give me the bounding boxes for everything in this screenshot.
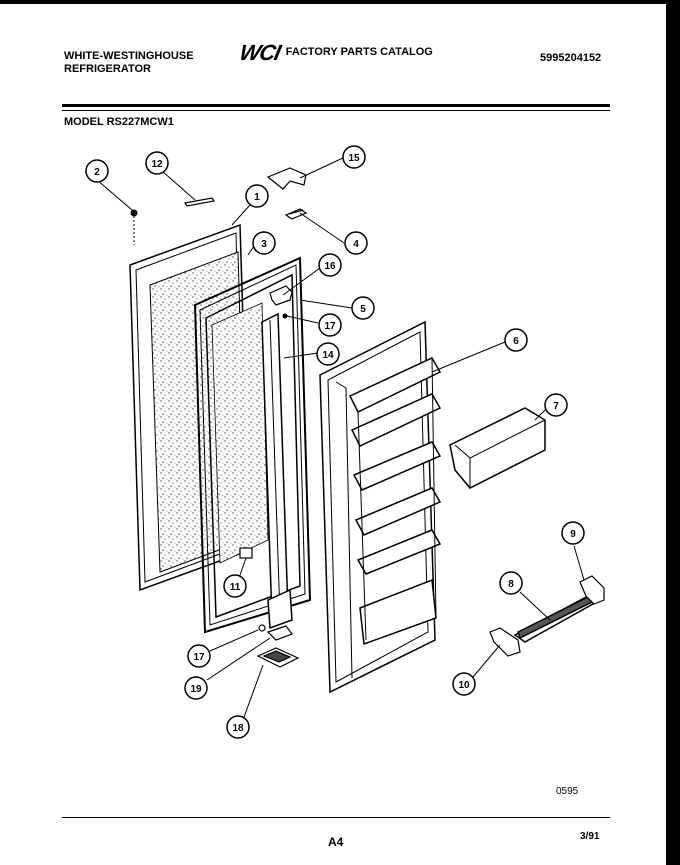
door-gasket — [193, 256, 312, 634]
svg-text:3: 3 — [261, 239, 267, 250]
hinge-18 — [256, 647, 300, 668]
header-rule-thick — [62, 104, 610, 107]
callout-4: 4 — [344, 231, 368, 255]
catalog-title: FACTORY PARTS CATALOG — [285, 46, 433, 58]
svg-text:15: 15 — [348, 153, 360, 164]
svg-text:11: 11 — [230, 582, 241, 593]
door-channel — [261, 312, 293, 630]
scan-top-edge — [0, 0, 680, 4]
svg-text:1: 1 — [254, 192, 260, 203]
shelf-bar-8 — [513, 594, 602, 643]
door-stop-11 — [239, 547, 253, 559]
model-label: MODEL RS227MCW1 — [64, 116, 174, 128]
svg-text:14: 14 — [322, 350, 334, 361]
page-number: A4 — [328, 835, 344, 849]
part-number: 5995204152 — [540, 52, 602, 64]
svg-text:17: 17 — [193, 652, 205, 663]
svg-text:7: 7 — [553, 401, 559, 412]
callout-9: 9 — [561, 521, 585, 545]
callout-18: 18 — [226, 715, 250, 739]
scan-right-edge — [666, 0, 680, 865]
callout-11: 11 — [223, 574, 247, 598]
svg-text:17: 17 — [324, 321, 336, 332]
inner-door-liner — [319, 320, 442, 694]
svg-text:8: 8 — [508, 579, 514, 590]
callout-16: 16 — [318, 253, 342, 277]
bracket-19 — [266, 625, 293, 641]
svg-text:18: 18 — [232, 723, 244, 734]
callout-labels: 2 12 1 15 3 4 16 5 17 14 6 7 9 8 10 11 1… — [85, 145, 585, 739]
leader-lines — [96, 156, 585, 721]
svg-text:5: 5 — [360, 304, 366, 315]
diagram-code: 0595 — [556, 786, 579, 797]
pin-17-bottom — [258, 624, 266, 632]
callout-5: 5 — [351, 296, 375, 320]
header-rule-thin — [62, 110, 610, 111]
pin-17-top — [282, 313, 288, 319]
svg-text:12: 12 — [151, 159, 163, 170]
callout-1: 1 — [245, 184, 269, 208]
callout-14: 14 — [316, 342, 340, 366]
hinge-cover-16 — [269, 285, 293, 306]
callout-2: 2 — [85, 159, 109, 183]
callout-19: 19 — [184, 676, 208, 700]
trim-strip-12 — [183, 197, 216, 207]
callout-6: 6 — [504, 328, 528, 352]
callout-12: 12 — [145, 151, 169, 175]
brand-line-2: REFRIGERATOR — [64, 63, 151, 75]
callout-17-bottom: 17 — [187, 644, 211, 668]
callout-3: 3 — [252, 231, 276, 255]
svg-text:4: 4 — [353, 239, 359, 250]
svg-text:10: 10 — [458, 680, 470, 691]
svg-text:19: 19 — [190, 684, 202, 695]
brand-block: WHITE-WESTINGHOUSE REFRIGERATOR — [64, 50, 194, 76]
svg-text:2: 2 — [94, 167, 100, 178]
footer-rule — [62, 817, 610, 818]
bracket-4 — [284, 208, 308, 220]
end-cap-10 — [489, 627, 521, 657]
callout-7: 7 — [544, 393, 568, 417]
callout-15: 15 — [342, 145, 366, 169]
end-cap-9 — [579, 575, 605, 605]
door-bin-7 — [449, 407, 546, 489]
svg-text:16: 16 — [324, 261, 336, 272]
svg-text:9: 9 — [570, 529, 576, 540]
callout-8: 8 — [499, 571, 523, 595]
hinge-part-15 — [266, 167, 307, 190]
callout-17-top: 17 — [318, 313, 342, 337]
screw-2 — [130, 209, 138, 245]
callout-10: 10 — [452, 672, 476, 696]
svg-text:6: 6 — [513, 336, 519, 347]
catalog-title-block: WCI FACTORY PARTS CATALOG — [237, 40, 433, 65]
revision-date: 3/91 — [580, 831, 600, 842]
brand-line-1: WHITE-WESTINGHOUSE — [64, 50, 194, 62]
